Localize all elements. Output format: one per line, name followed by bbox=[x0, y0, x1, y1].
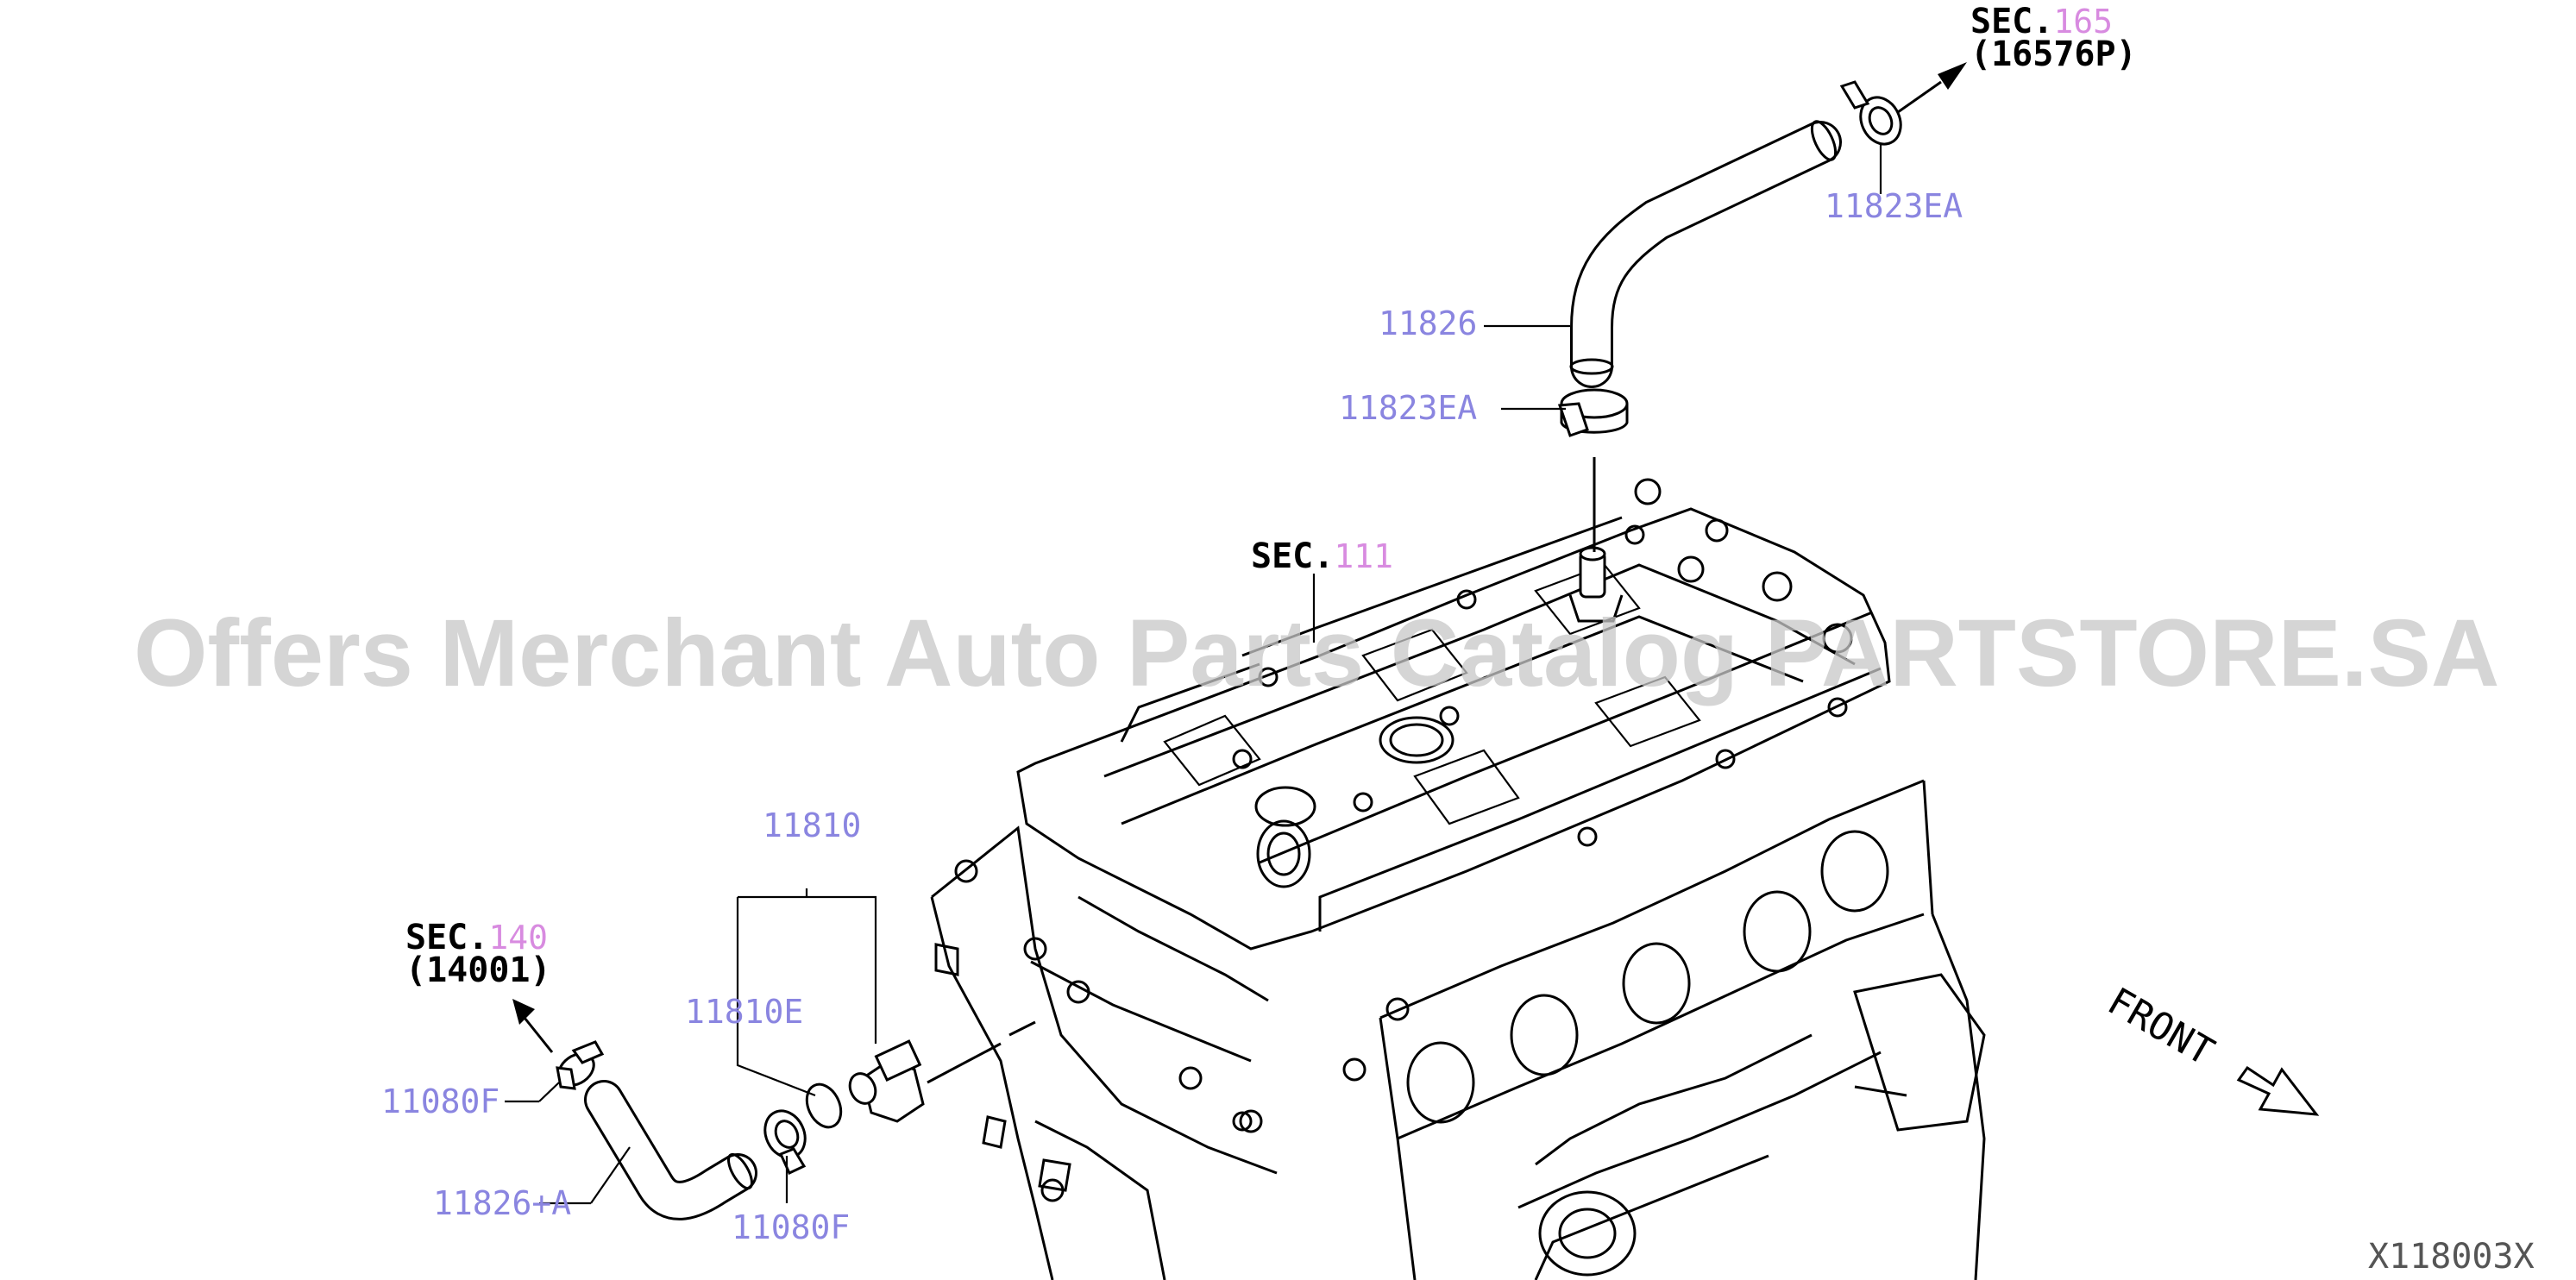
figure-code: X118003X bbox=[2368, 1237, 2535, 1277]
front-arrow-icon bbox=[2236, 1065, 2320, 1116]
sec-111-label[interactable]: SEC.111 bbox=[1251, 536, 1393, 576]
leader-11810 bbox=[736, 888, 877, 1097]
sec-140-sub: (14001) bbox=[405, 951, 551, 990]
sec-165-sub: (16576P) bbox=[1970, 35, 2137, 74]
clamp-11080f-bottom bbox=[763, 1109, 807, 1176]
part-11080f-left-label[interactable]: 11080F bbox=[381, 1082, 499, 1120]
part-11826a-label[interactable]: 11826+A bbox=[433, 1184, 571, 1222]
sec-165-label[interactable]: SEC.165 bbox=[1970, 2, 2113, 41]
clamp-11823ea-top bbox=[1839, 80, 1902, 146]
clamp-11080f-left bbox=[556, 1040, 605, 1090]
engine-assembly bbox=[930, 478, 1986, 1280]
part-11823ea-mid-label[interactable]: 11823EA bbox=[1339, 389, 1477, 427]
gasket-11810e bbox=[805, 1082, 843, 1129]
part-11080f-bottom-label[interactable]: 11080F bbox=[732, 1208, 850, 1246]
arrow-icon bbox=[512, 999, 554, 1053]
clamp-11823ea-middle bbox=[1557, 388, 1629, 437]
front-label: FRONT bbox=[2101, 979, 2221, 1074]
part-11826-label[interactable]: 11826 bbox=[1379, 304, 1477, 342]
watermark: Offers Merchant Auto Parts Catalog PARTS… bbox=[134, 600, 2499, 706]
hose-11826 bbox=[1569, 120, 1842, 388]
hose-11826a bbox=[584, 1080, 757, 1220]
sec-140-label[interactable]: SEC.140 bbox=[405, 918, 548, 957]
part-11823ea-top-label[interactable]: 11823EA bbox=[1825, 187, 1963, 225]
leader-lines bbox=[505, 145, 1882, 1205]
pcv-valve-11810 bbox=[848, 1020, 1036, 1123]
part-11810-label[interactable]: 11810 bbox=[763, 806, 861, 844]
arrow-icon bbox=[1897, 62, 1967, 114]
part-11810e-label[interactable]: 11810E bbox=[685, 993, 803, 1031]
